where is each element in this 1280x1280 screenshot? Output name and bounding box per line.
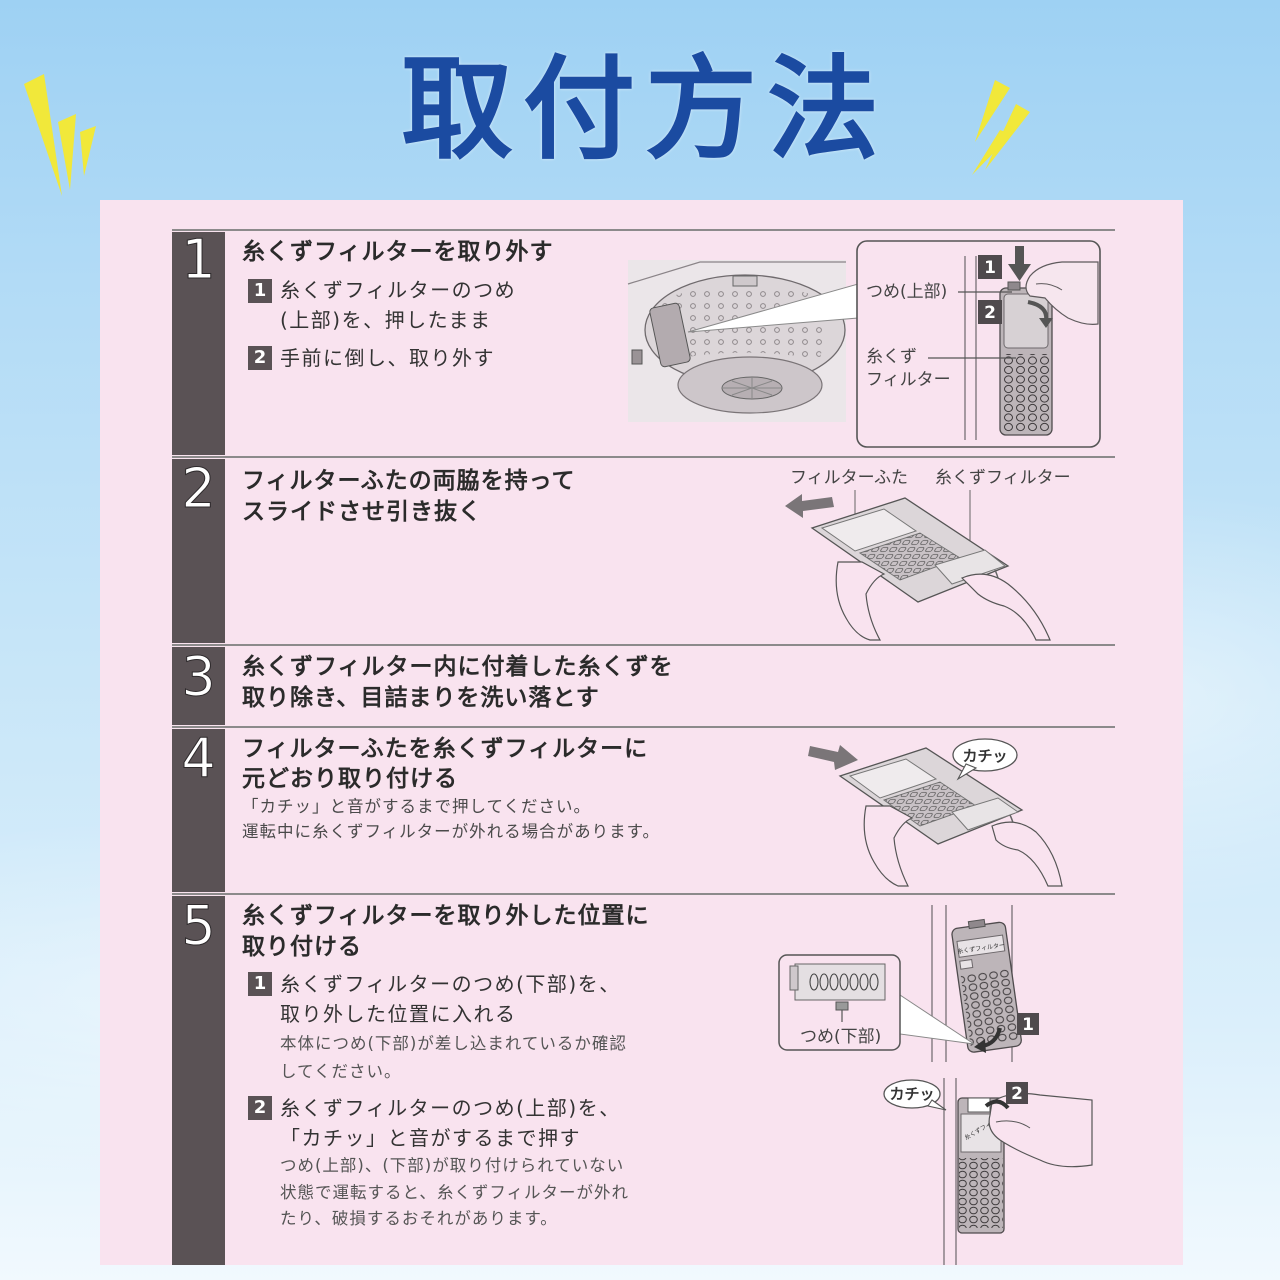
click-sound-text: カチッ (889, 1085, 934, 1103)
hand-right-icon (960, 573, 1051, 641)
cover-label: フィルターふた (790, 468, 908, 488)
substep-badge: 1 (248, 972, 272, 996)
claw-detail-box: つめ(下部) (778, 954, 901, 1051)
filter-tray (838, 747, 1024, 845)
click-sound-text: カチッ (962, 747, 1007, 765)
filter-icon (999, 281, 1053, 436)
figure-step-5: 糸くずフィルター つめ(下部) 1 糸くずフィルター (778, 905, 1093, 1265)
filter-label: 糸くず (866, 347, 917, 367)
click-sound-bubble: カチッ (952, 738, 1018, 781)
divider (172, 229, 1115, 231)
step-2-title: フィルターふたの両脇を持って (242, 468, 576, 494)
detail-box: つめ(上部) 糸くず フィルター 1 2 (856, 240, 1101, 448)
substep-badge: 1 (248, 279, 272, 303)
figure-badge-number: 2 (1011, 1084, 1023, 1104)
substep-text: 糸くずフィルターのつめ (280, 278, 517, 302)
substep-text: 糸くずフィルターのつめ(下部)を、 (280, 972, 621, 996)
step-bar-1 (172, 232, 225, 455)
step-number: 1 (181, 228, 216, 291)
hand-icon (1025, 261, 1099, 325)
substep-note: 本体につめ(下部)が差し込まれているか確認 (280, 1034, 627, 1053)
divider (172, 456, 1115, 458)
arrow-right-icon (808, 745, 858, 770)
step-bar-4 (172, 729, 225, 892)
curved-arrow-icon (1027, 300, 1049, 321)
spark-right-icon (972, 80, 1030, 175)
step-number: 2 (181, 457, 216, 520)
filter-icon: 糸くずフィルター (957, 1097, 1008, 1234)
substep-note: たり、破損するおそれがあります。 (280, 1209, 558, 1228)
step-4-note: 「カチッ」と音がするまで押してください。 (242, 797, 592, 816)
divider (172, 644, 1115, 646)
step-3-title: 取り除き、目詰まりを洗い落とす (242, 685, 600, 711)
substep-text: 糸くずフィルターのつめ(上部)を、 (280, 1096, 621, 1120)
step-4-note: 運転中に糸くずフィルターが外れる場合があります。 (242, 822, 661, 841)
washer-top-view (627, 260, 846, 422)
figure-badge-number: 1 (984, 258, 996, 278)
claw-bottom-label: つめ(下部) (800, 1027, 881, 1047)
step-3-title: 糸くずフィルター内に付着した糸くずを (242, 654, 674, 680)
figure-step-2: フィルターふた 糸くずフィルター (785, 468, 1071, 641)
substep-note: してください。 (280, 1062, 402, 1081)
substep-text: (上部)を、押したまま (280, 308, 492, 332)
step-4-title: フィルターふたを糸くずフィルターに (242, 736, 649, 762)
substep-text: 「カチッ」と音がするまで押す (280, 1126, 581, 1150)
step-bar-5 (172, 896, 225, 1265)
substep-badge: 2 (248, 346, 272, 370)
figure-badge (978, 300, 1002, 324)
divider (172, 726, 1115, 728)
filter-label: フィルター (866, 370, 951, 390)
step-1-title: 糸くずフィルターを取り外す (242, 239, 554, 265)
figure-badge-number: 1 (1022, 1015, 1034, 1035)
step-4-title: 元どおり取り付ける (242, 766, 458, 792)
claw-top-label: つめ(上部) (866, 282, 947, 302)
substep-text: 手前に倒し、取り外す (280, 346, 495, 370)
step-number: 5 (181, 894, 216, 957)
step-bar-2 (172, 459, 225, 643)
substep-text: 取り外した位置に入れる (280, 1002, 517, 1026)
figure-step-1: つめ(上部) 糸くず フィルター 1 2 (627, 240, 1101, 448)
figure-badge (1017, 1013, 1039, 1035)
substep-badge: 2 (248, 1096, 272, 1120)
figure-badge (1006, 1082, 1028, 1104)
curved-arrow-icon (984, 1099, 1010, 1110)
hand-right-icon (991, 821, 1063, 887)
step-number: 4 (181, 727, 216, 790)
click-sound-bubble: カチッ (883, 1079, 947, 1111)
figure-step-4: カチッ (808, 738, 1063, 887)
step-5-title: 糸くずフィルターを取り外した位置に (242, 903, 650, 929)
substep-note: つめ(上部)、(下部)が取り付けられていない (280, 1156, 625, 1175)
substep-note: 状態で運転すると、糸くずフィルターが外れ (280, 1183, 630, 1202)
arrow-down-icon (1008, 246, 1031, 281)
filter-label: 糸くずフィルター (935, 468, 1071, 488)
hand-left-icon (863, 805, 914, 887)
arrow-left-icon (785, 494, 834, 518)
filter-tray (810, 497, 1010, 603)
step-2-title: スライドさせ引き抜く (242, 499, 482, 525)
figure-badge-number: 2 (984, 303, 996, 323)
divider (172, 893, 1115, 895)
hand-left-icon (835, 561, 886, 641)
step-bar-3 (172, 647, 225, 725)
step-number: 3 (181, 645, 216, 708)
spark-decoration (24, 74, 1030, 196)
step-5-title: 取り付ける (242, 934, 362, 960)
figure-badge (978, 255, 1002, 279)
page-title: 取付方法 (401, 45, 889, 175)
spark-left-icon (24, 74, 96, 196)
filter-icon: 糸くずフィルター (951, 918, 1022, 1053)
